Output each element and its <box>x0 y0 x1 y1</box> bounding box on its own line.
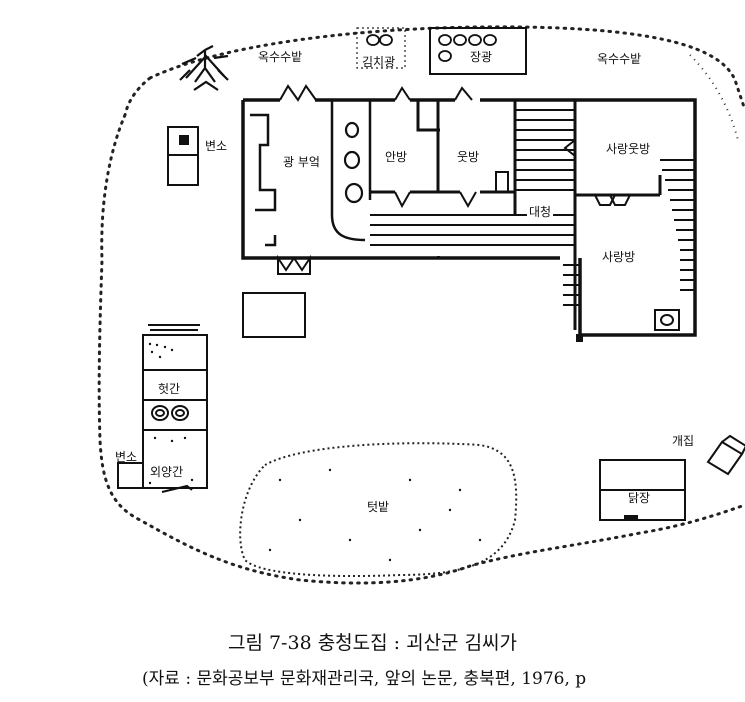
jang-storage-plot <box>429 27 527 75</box>
label-dakjang: 닭장 <box>628 491 651 505</box>
label-kimchi-gwang: 김치광 <box>362 55 396 69</box>
figure-caption-source: (자료 : 문화공보부 문화재관리국, 앞의 논문, 충북편, 1976, p <box>142 669 587 689</box>
outbuilding-left <box>117 324 208 493</box>
sarang-steps <box>563 159 695 306</box>
chicken-coop <box>599 459 686 521</box>
figure-caption-title: 그림 7-38 충청도집 : 괴산군 김씨가 <box>227 632 518 654</box>
label-oksusu-right: 옥수수밭 <box>597 52 642 66</box>
label-heotgan: 헛간 <box>158 382 181 396</box>
label-teotbat: 텃밭 <box>367 500 390 514</box>
label-sarang-utbang: 사랑웃방 <box>606 142 651 156</box>
storage-platform <box>242 292 306 338</box>
label-jang-gwang: 장광 <box>470 50 493 64</box>
label-gaejip: 개집 <box>672 434 695 448</box>
label-daecheong: 대청 <box>527 203 554 220</box>
label-byeonso-top: 변소 <box>205 139 228 153</box>
main-house <box>241 98 697 337</box>
cornfield-right-edge <box>689 54 739 141</box>
kimchi-storage-plot <box>356 27 406 69</box>
tree-icon <box>179 45 229 91</box>
toilet-top <box>167 126 199 186</box>
daecheong-boards <box>370 109 575 246</box>
label-utbang: 웃방 <box>457 150 480 164</box>
label-sarangbang: 사랑방 <box>602 250 636 264</box>
label-oeyanggan: 외양간 <box>150 465 184 479</box>
label-gwang-bueok: 광 부엌 <box>283 155 320 169</box>
label-byeonso-bottom: 변소 <box>115 450 138 464</box>
label-anbang: 안방 <box>385 150 408 164</box>
doghouse-icon <box>706 434 745 476</box>
label-oksusu-left: 옥수수밭 <box>258 50 303 64</box>
